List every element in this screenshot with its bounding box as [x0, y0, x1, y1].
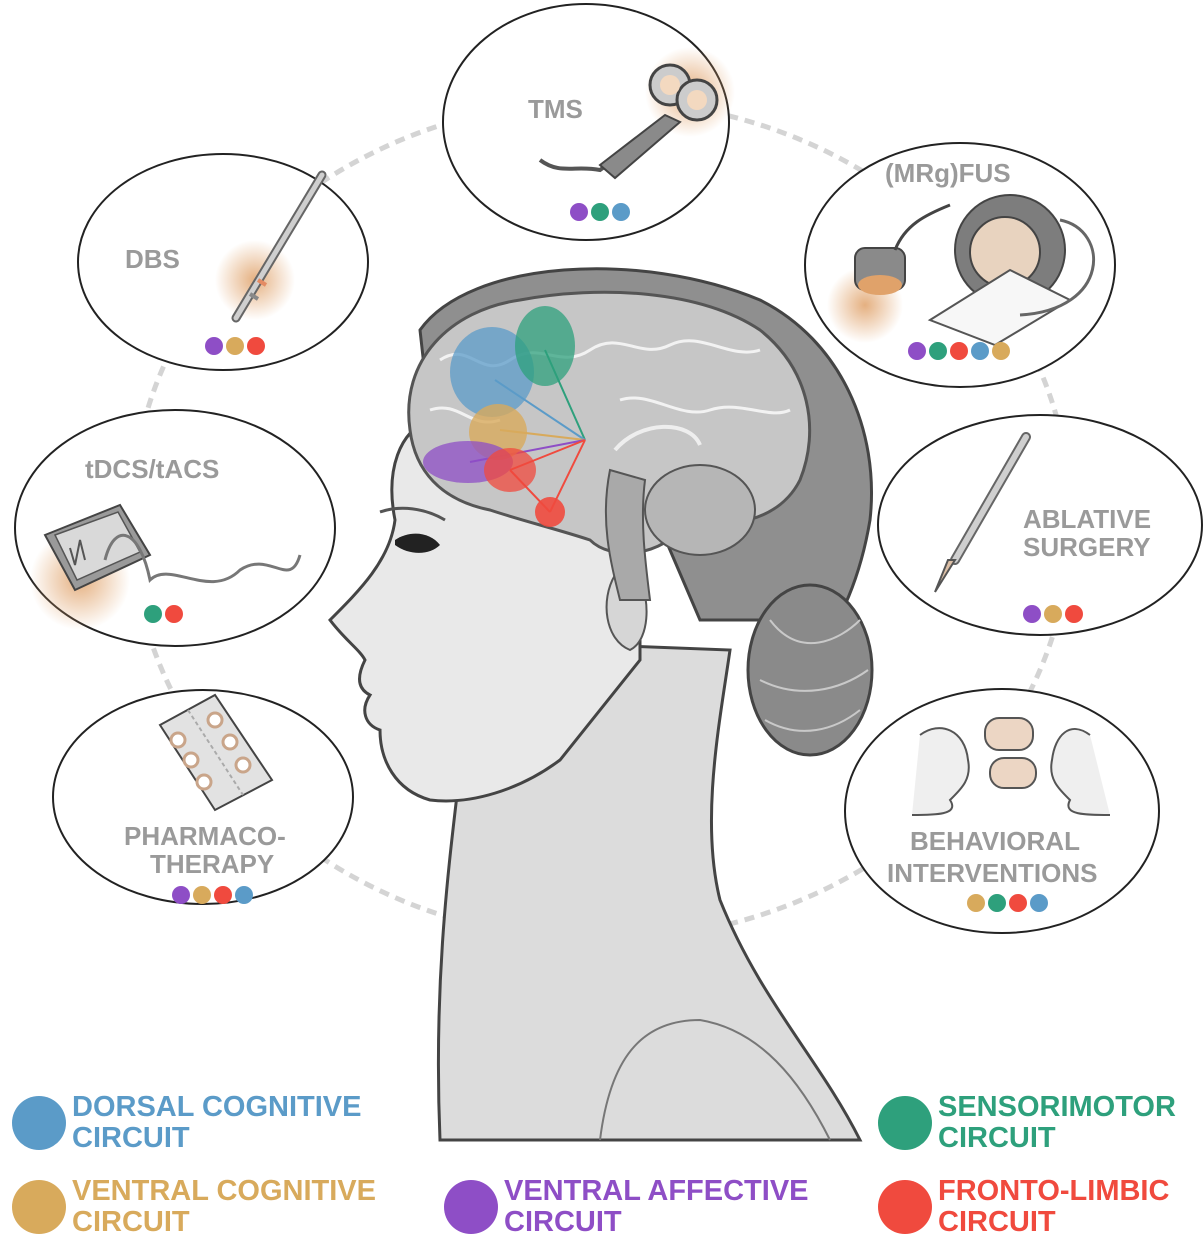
sensorimotor-line2: CIRCUIT: [938, 1123, 1176, 1154]
circuit-dot-dorsal-cognitive: [1030, 894, 1048, 912]
circuit-dot-ventral-affective: [570, 203, 588, 221]
circuit-dot-dorsal-cognitive: [612, 203, 630, 221]
ventral-cognitive-line2: CIRCUIT: [72, 1207, 376, 1238]
circuit-dot-fronto-limbic: [247, 337, 265, 355]
circuit-dot-ventral-affective: [908, 342, 926, 360]
dbs-label: DBS: [125, 244, 180, 274]
ventral-cognitive-line1: VENTRAL COGNITIVE: [72, 1176, 376, 1207]
tms-circuit-dots: [570, 203, 630, 221]
bubble-tms: TMS: [443, 4, 735, 240]
bubble-mrgfus: (MRg)FUS: [805, 143, 1115, 387]
fronto-limbic-line1: FRONTO-LIMBIC: [938, 1176, 1169, 1207]
circuit-dot-fronto-limbic: [214, 886, 232, 904]
ablative-circuit-dots: [1023, 605, 1083, 623]
behavioral-label-line2: INTERVENTIONS: [887, 858, 1097, 888]
legend-fronto-limbic: FRONTO-LIMBIC CIRCUIT: [878, 1176, 1198, 1238]
ventral-affective-line1: VENTRAL AFFECTIVE: [504, 1176, 809, 1207]
ventral-affective-swatch: [444, 1180, 498, 1234]
pharmaco-label-line1: PHARMACO-: [124, 821, 286, 851]
circuit-dot-dorsal-cognitive: [971, 342, 989, 360]
hair-bun: [748, 585, 872, 755]
sensorimotor-swatch: [878, 1096, 932, 1150]
circuit-dot-ventral-cognitive: [226, 337, 244, 355]
bubble-dbs: DBS: [78, 154, 368, 370]
circuit-dot-ventral-affective: [1023, 605, 1041, 623]
dorsal-cognitive-swatch: [12, 1096, 66, 1150]
bubble-tdcs: tDCS/tACS: [15, 410, 335, 646]
circuit-dot-fronto-limbic: [1009, 894, 1027, 912]
region-fronto-limbic: [484, 448, 536, 492]
circuit-dot-ventral-cognitive: [1044, 605, 1062, 623]
ablative-label-line1: ABLATIVE: [1023, 504, 1151, 534]
sensorimotor-line1: SENSORIMOTOR: [938, 1092, 1176, 1123]
ventral-cognitive-swatch: [12, 1180, 66, 1234]
legend-ventral-cognitive: VENTRAL COGNITIVE CIRCUIT: [12, 1176, 412, 1238]
circuit-dot-fronto-limbic: [165, 605, 183, 623]
legend-ventral-affective: VENTRAL AFFECTIVE CIRCUIT: [444, 1176, 844, 1238]
dbs-circuit-dots: [205, 337, 265, 355]
legend-dorsal-cognitive: DORSAL COGNITIVE CIRCUIT: [12, 1092, 412, 1158]
mrgfus-circuit-dots: [908, 342, 1010, 360]
tdcs-label: tDCS/tACS: [85, 454, 219, 484]
bubble-pharmaco: PHARMACO- THERAPY: [53, 690, 353, 904]
circuit-dot-ventral-affective: [172, 886, 190, 904]
circuit-dot-sensorimotor: [591, 203, 609, 221]
circuit-dot-ventral-cognitive: [992, 342, 1010, 360]
dorsal-cognitive-line2: CIRCUIT: [72, 1123, 362, 1154]
fronto-limbic-line2: CIRCUIT: [938, 1207, 1169, 1238]
circuit-dot-sensorimotor: [144, 605, 162, 623]
ventral-affective-line2: CIRCUIT: [504, 1207, 809, 1238]
circuit-dot-fronto-limbic: [1065, 605, 1083, 623]
mrgfus-label: (MRg)FUS: [885, 158, 1011, 188]
dorsal-cognitive-line1: DORSAL COGNITIVE: [72, 1092, 362, 1123]
circuit-dot-ventral-affective: [205, 337, 223, 355]
behavioral-label-line1: BEHAVIORAL: [910, 826, 1080, 856]
region-sensorimotor: [515, 306, 575, 386]
bubble-behavioral: BEHAVIORAL INTERVENTIONS: [845, 689, 1159, 933]
bubble-ablative: ABLATIVE SURGERY: [878, 415, 1202, 635]
circuit-dot-sensorimotor: [929, 342, 947, 360]
circuit-dot-ventral-cognitive: [193, 886, 211, 904]
cerebellum: [645, 465, 755, 555]
tms-label: TMS: [528, 94, 583, 124]
circuit-dot-ventral-cognitive: [967, 894, 985, 912]
fronto-limbic-swatch: [878, 1180, 932, 1234]
ablative-label-line2: SURGERY: [1023, 532, 1151, 562]
head-illustration: [330, 269, 872, 1140]
circuit-dot-fronto-limbic: [950, 342, 968, 360]
pharmaco-label-line2: THERAPY: [150, 849, 274, 879]
circuit-dot-sensorimotor: [988, 894, 1006, 912]
circuit-dot-dorsal-cognitive: [235, 886, 253, 904]
legend-sensorimotor: SENSORIMOTOR CIRCUIT: [878, 1092, 1198, 1158]
region-fronto-limbic-amygdala: [535, 497, 565, 527]
